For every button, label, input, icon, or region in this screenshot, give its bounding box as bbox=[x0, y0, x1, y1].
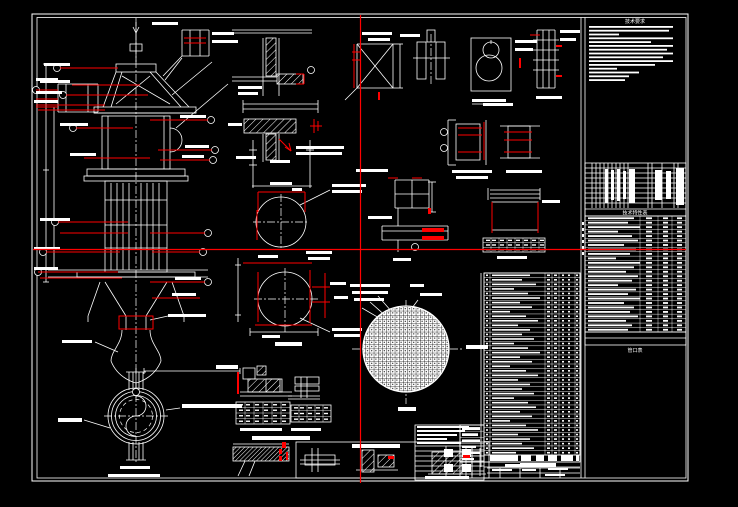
table-heading: 技术特性表 bbox=[622, 210, 647, 217]
table-heading: 技术要求 bbox=[625, 18, 645, 25]
table-heading: 管口表 bbox=[627, 347, 642, 354]
